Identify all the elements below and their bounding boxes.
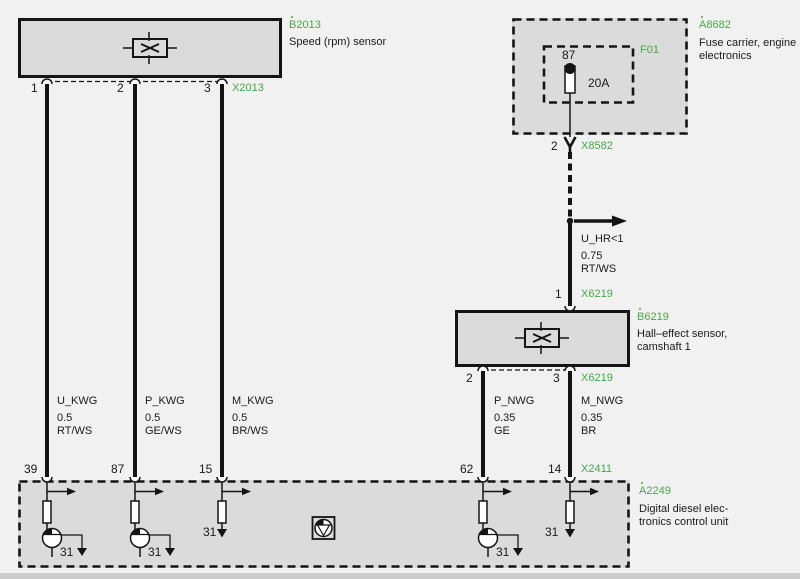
wire-m-kwg-spec: 0.5 BR/WS xyxy=(232,412,269,437)
ground-label-39: 31 xyxy=(60,545,74,559)
control-unit-pin-15: 15 xyxy=(199,462,213,476)
connector-x6219-top-label: X6219 xyxy=(581,288,613,300)
control-unit-name: Digital diesel elec- tronics control uni… xyxy=(639,503,729,528)
connector-x2013-label: X2013 xyxy=(232,82,264,94)
control-unit-pin-39: 39 xyxy=(24,462,38,476)
male-connector-icon xyxy=(563,136,577,152)
hall-sensor-name: Hall–effect sensor, camshaft 1 xyxy=(637,328,728,353)
wire-m-kwg-name: M_KWG xyxy=(232,395,274,407)
speed-sensor-name: Speed (rpm) sensor xyxy=(289,36,387,48)
ground-label-87: 31 xyxy=(148,545,162,559)
control-unit-pin-62: 62 xyxy=(460,462,474,476)
control-unit-pin-87: 87 xyxy=(111,462,125,476)
wires xyxy=(45,84,572,477)
hall-sensor-box xyxy=(455,310,630,367)
control-unit-pin-14: 14 xyxy=(548,462,562,476)
wire-p-kwg-spec: 0.5 GE/WS xyxy=(145,412,182,437)
ground-label-15: 31 xyxy=(203,525,217,539)
wire-u-kwg-name: U_KWG xyxy=(57,395,98,407)
supply-wire-name: U_HR<1 xyxy=(581,233,624,245)
hall-sensor-ref: B6219 xyxy=(637,308,669,323)
wire-p-nwg-name: P_NWG xyxy=(494,395,535,407)
fuse-ref-label: F01 xyxy=(640,44,659,56)
connector-x2411-label: X2411 xyxy=(581,463,612,475)
supply-wire-spec: 0.75 RT/WS xyxy=(581,250,617,275)
wire-continuation-arrow xyxy=(574,215,627,227)
hall-sensor-pin-2: 2 xyxy=(466,371,473,385)
connector-x8582-label: X8582 xyxy=(581,140,613,152)
hall-sensor-pin-1: 1 xyxy=(555,287,562,301)
hall-sensor-pin-3: 3 xyxy=(553,371,560,385)
speed-sensor-pin-1: 1 xyxy=(31,81,38,95)
wire-m-nwg-spec: 0.35 BR xyxy=(581,412,603,437)
wire-u-kwg-spec: 0.5 RT/WS xyxy=(57,412,93,437)
wire-p-kwg-name: P_KWG xyxy=(145,395,185,407)
speed-sensor-pin-2: 2 xyxy=(117,81,124,95)
wire-p-nwg-spec: 0.35 GE xyxy=(494,412,516,437)
ground-label-62: 31 xyxy=(496,545,510,559)
connector-x6219-bottom-label: X6219 xyxy=(581,372,613,384)
speed-sensor-ref: B2013 xyxy=(289,16,321,31)
wire-junction-dot xyxy=(566,217,574,225)
fuse-pin-label: 87 xyxy=(562,48,576,62)
fuse-carrier-ref: A8682 xyxy=(699,16,731,31)
speed-sensor-box xyxy=(18,18,282,78)
speed-sensor-pin-3: 3 xyxy=(204,81,211,95)
control-unit-ref: A2249 xyxy=(639,482,671,497)
ground-label-14: 31 xyxy=(545,525,559,539)
wire-m-nwg-name: M_NWG xyxy=(581,395,624,407)
fuse-rating-label: 20A xyxy=(588,76,610,90)
page-edge-strip xyxy=(0,573,800,579)
fuse-out-pin-label: 2 xyxy=(551,139,558,153)
control-unit-box xyxy=(18,480,630,568)
fuse-carrier-name: Fuse carrier, engine electronics xyxy=(699,37,797,62)
